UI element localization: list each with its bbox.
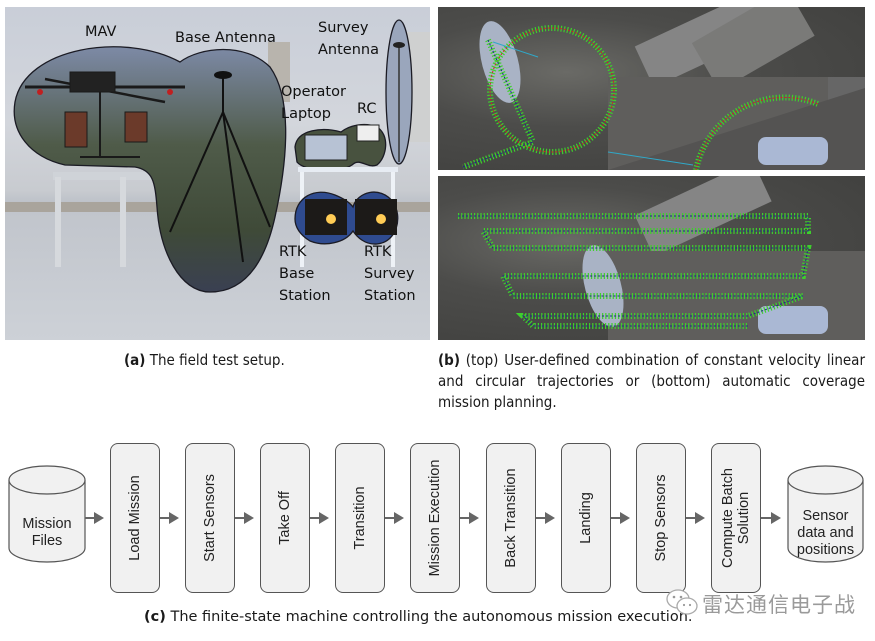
drone [25,71,185,158]
state-landing: Landing [560,443,611,593]
aerial-image-bottom [438,176,865,340]
arrow-0 [85,512,104,524]
trajectory-overlay-top [461,7,865,170]
trajectory-overlay-bottom [458,176,865,340]
aerial-image-top [438,7,865,170]
highlight-blobs [13,19,413,293]
car-parked [758,137,828,165]
state-label: Back Transition [502,468,519,568]
caption-a: (a) The field test setup. [124,350,285,371]
label-mav: MAV [85,24,117,40]
table-top [53,172,163,180]
label-base-antenna: Base Antenna [175,30,276,46]
rubble-slab [691,7,815,91]
caption-b: (b) (top) User-defined combination of co… [438,350,865,413]
cart-shelf [298,167,398,172]
arrow-3 [310,512,330,524]
label-rc: RC [357,101,377,117]
arrow-9 [760,512,782,524]
mission-files-label: Mission Files [22,516,72,549]
state-stop-sensors: Stop Sensors [635,443,686,593]
mav-base-antenna-highlight [13,46,287,293]
state-transition: Transition [335,443,386,593]
flow-diagram [8,465,864,563]
label-survey-antenna: Survey Antenna [318,20,379,58]
state-label: Start Sensors [202,474,219,562]
state-label: Take Off [277,491,294,545]
table-leg [120,177,126,267]
state-start-sensors: Start Sensors [185,443,236,593]
table-leg [55,177,61,267]
label-rtk-survey-station: RTK Survey Station [364,244,416,304]
tripod [169,71,271,263]
arrow-7 [610,512,630,524]
coverage-trajectory [458,213,812,329]
sensor-data-label: Sensor data and positions [796,508,855,558]
arrow-1 [160,512,180,524]
field-test-photo: MAV Base Antenna Survey Antenna Operator… [5,7,430,340]
state-label: Compute Batch Solution [719,468,752,568]
caption-b-tag: (b) [438,351,460,369]
state-load-mission: Load Mission [110,443,160,593]
cylinder-sensor-data [787,465,864,563]
state-label: Stop Sensors [652,474,669,562]
state-label: Transition [352,486,369,550]
state-label: Mission Execution [427,459,444,577]
caption-a-tag: (a) [124,351,146,369]
arrow-8 [685,512,705,524]
caption-b-text: (top) User-defined combination of consta… [438,351,865,411]
wechat-icon [666,589,698,615]
coverage-path-markers [458,213,812,329]
watermark-text: 雷达通信电子战 [702,593,856,617]
cylinder-mission-files [8,465,86,563]
arrow-2 [235,512,255,524]
label-operator-laptop: Operator Laptop [281,84,346,122]
caption-c: (c) The finite-state machine controlling… [144,607,693,628]
state-compute-batch-solution: Compute Batch Solution [710,443,761,593]
label-rtk-base-station: RTK Base Station [279,244,331,304]
caption-c-tag: (c) [144,609,166,625]
arrow-5 [460,512,480,524]
arrow-4 [385,512,405,524]
state-label: Landing [577,492,594,544]
state-mission-execution: Mission Execution [410,443,461,593]
caption-c-text: The finite-state machine controlling the… [165,609,693,625]
arrow-6 [535,512,555,524]
state-label: Load Mission [127,475,143,561]
state-take-off: Take Off [260,443,311,593]
caption-a-text: The field test setup. [145,351,285,369]
state-back-transition: Back Transition [485,443,536,593]
